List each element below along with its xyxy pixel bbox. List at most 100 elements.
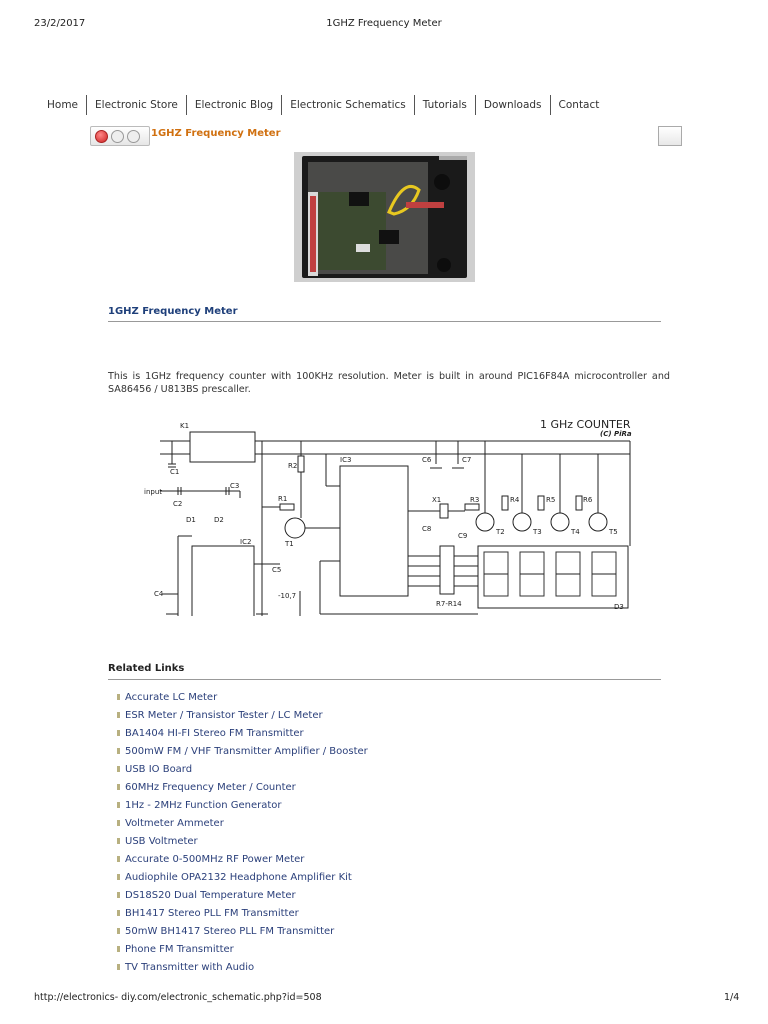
list-item[interactable]: USB IO Board bbox=[117, 760, 368, 778]
list-item[interactable]: BA1404 HI-FI Stereo FM Transmitter bbox=[117, 724, 368, 742]
bullet-icon bbox=[117, 748, 120, 754]
related-link[interactable]: Audiophile OPA2132 Headphone Amplifier K… bbox=[125, 871, 352, 883]
list-item[interactable]: USB Voltmeter bbox=[117, 832, 368, 850]
label-c9: C9 bbox=[458, 532, 467, 540]
related-link[interactable]: Accurate 0-500MHz RF Power Meter bbox=[125, 853, 305, 865]
nav-divider bbox=[549, 95, 551, 115]
label-r6: R6 bbox=[583, 496, 593, 504]
related-links-title: Related Links bbox=[108, 663, 185, 674]
bullet-icon bbox=[117, 802, 120, 808]
label-c8: C8 bbox=[422, 525, 431, 533]
list-item[interactable]: Accurate 0-500MHz RF Power Meter bbox=[117, 850, 368, 868]
label-t4: T4 bbox=[570, 528, 580, 536]
nav-divider bbox=[185, 95, 187, 115]
schematic-diagram: 1 GHz COUNTER (C) PiRa K1 IC3 IC2 R1 R2 … bbox=[144, 418, 632, 616]
bullet-icon bbox=[117, 928, 120, 934]
print-page-title: 1GHZ Frequency Meter bbox=[326, 18, 442, 29]
label-r5: R5 bbox=[546, 496, 555, 504]
label-ic3: IC3 bbox=[340, 456, 351, 464]
related-link[interactable]: 1Hz - 2MHz Function Generator bbox=[125, 799, 282, 811]
print-url: http://electronics- diy.com/electronic_s… bbox=[34, 992, 322, 1003]
nav-electronic-blog[interactable]: Electronic Blog bbox=[194, 99, 274, 111]
window-toggle-button[interactable] bbox=[658, 126, 682, 146]
label-c1: C1 bbox=[170, 468, 179, 476]
label-t1: T1 bbox=[284, 540, 294, 548]
label-t3: T3 bbox=[532, 528, 542, 536]
label-c5: C5 bbox=[272, 566, 281, 574]
print-date: 23/2/2017 bbox=[34, 18, 86, 29]
related-link[interactable]: 50mW BH1417 Stereo PLL FM Transmitter bbox=[125, 925, 335, 937]
label-input: input bbox=[144, 488, 162, 496]
label-c6: C6 bbox=[422, 456, 432, 464]
related-link[interactable]: Phone FM Transmitter bbox=[125, 943, 234, 955]
minimize-icon[interactable] bbox=[111, 130, 124, 143]
maximize-icon[interactable] bbox=[127, 130, 140, 143]
list-item[interactable]: 60MHz Frequency Meter / Counter bbox=[117, 778, 368, 796]
bullet-icon bbox=[117, 892, 120, 898]
bullet-icon bbox=[117, 766, 120, 772]
bullet-icon bbox=[117, 730, 120, 736]
print-page-number: 1/4 bbox=[724, 992, 740, 1003]
divider bbox=[108, 321, 661, 322]
related-link[interactable]: Accurate LC Meter bbox=[125, 691, 218, 703]
label-r3: R3 bbox=[470, 496, 479, 504]
related-link[interactable]: USB IO Board bbox=[125, 763, 193, 775]
related-link[interactable]: USB Voltmeter bbox=[125, 835, 198, 847]
nav-divider bbox=[413, 95, 415, 115]
nav-electronic-schematics[interactable]: Electronic Schematics bbox=[290, 99, 406, 111]
bullet-icon bbox=[117, 712, 120, 718]
nav-downloads[interactable]: Downloads bbox=[483, 99, 542, 111]
top-nav: Home Electronic Store Electronic Blog El… bbox=[47, 95, 607, 115]
window-title: 1GHZ Frequency Meter bbox=[151, 128, 281, 139]
nav-home[interactable]: Home bbox=[47, 99, 79, 111]
schematic-credit: (C) PiRa bbox=[600, 430, 632, 438]
label-d2: D2 bbox=[214, 516, 224, 524]
related-link[interactable]: 60MHz Frequency Meter / Counter bbox=[125, 781, 296, 793]
list-item[interactable]: Voltmeter Ammeter bbox=[117, 814, 368, 832]
article-description: This is 1GHz frequency counter with 100K… bbox=[108, 371, 670, 395]
label-c7: C7 bbox=[462, 456, 471, 464]
label-ic2: IC2 bbox=[240, 538, 251, 546]
related-link[interactable]: BA1404 HI-FI Stereo FM Transmitter bbox=[125, 727, 304, 739]
label-x1: X1 bbox=[432, 496, 441, 504]
label-r4: R4 bbox=[510, 496, 520, 504]
list-item[interactable]: Audiophile OPA2132 Headphone Amplifier K… bbox=[117, 868, 368, 886]
label-c4: C4 bbox=[154, 590, 164, 598]
related-link[interactable]: ESR Meter / Transistor Tester / LC Meter bbox=[125, 709, 323, 721]
bullet-icon bbox=[117, 820, 120, 826]
bullet-icon bbox=[117, 874, 120, 880]
nav-tutorials[interactable]: Tutorials bbox=[422, 99, 467, 111]
label-d3: D3 bbox=[614, 603, 624, 611]
bullet-icon bbox=[117, 838, 120, 844]
related-link[interactable]: 500mW FM / VHF Transmitter Amplifier / B… bbox=[125, 745, 368, 757]
nav-divider bbox=[86, 95, 88, 115]
nav-electronic-store[interactable]: Electronic Store bbox=[95, 99, 178, 111]
article-title: 1GHZ Frequency Meter bbox=[108, 306, 238, 317]
bullet-icon bbox=[117, 694, 120, 700]
nav-contact[interactable]: Contact bbox=[558, 99, 600, 111]
related-link[interactable]: Voltmeter Ammeter bbox=[125, 817, 224, 829]
device-photo bbox=[294, 152, 475, 282]
list-item[interactable]: ESR Meter / Transistor Tester / LC Meter bbox=[117, 706, 368, 724]
label-k1: K1 bbox=[180, 422, 189, 430]
related-link[interactable]: TV Transmitter with Audio bbox=[125, 961, 255, 973]
label-t2: T2 bbox=[495, 528, 505, 536]
schematic-title: 1 GHz COUNTER bbox=[540, 418, 631, 431]
related-link[interactable]: BH1417 Stereo PLL FM Transmitter bbox=[125, 907, 299, 919]
list-item[interactable]: Accurate LC Meter bbox=[117, 688, 368, 706]
label-r1: R1 bbox=[278, 495, 287, 503]
related-link[interactable]: DS18S20 Dual Temperature Meter bbox=[125, 889, 296, 901]
divider bbox=[108, 679, 661, 680]
list-item[interactable]: 500mW FM / VHF Transmitter Amplifier / B… bbox=[117, 742, 368, 760]
label-c3: C3 bbox=[230, 482, 239, 490]
bullet-icon bbox=[117, 946, 120, 952]
label-resistor-array: R7-R14 bbox=[436, 600, 462, 608]
list-item[interactable]: DS18S20 Dual Temperature Meter bbox=[117, 886, 368, 904]
list-item[interactable]: BH1417 Stereo PLL FM Transmitter bbox=[117, 904, 368, 922]
list-item[interactable]: Phone FM Transmitter bbox=[117, 940, 368, 958]
list-item[interactable]: TV Transmitter with Audio bbox=[117, 958, 368, 976]
list-item[interactable]: 50mW BH1417 Stereo PLL FM Transmitter bbox=[117, 922, 368, 940]
label-negative-voltage: -10,7 bbox=[278, 592, 296, 600]
close-icon[interactable] bbox=[95, 130, 108, 143]
list-item[interactable]: 1Hz - 2MHz Function Generator bbox=[117, 796, 368, 814]
